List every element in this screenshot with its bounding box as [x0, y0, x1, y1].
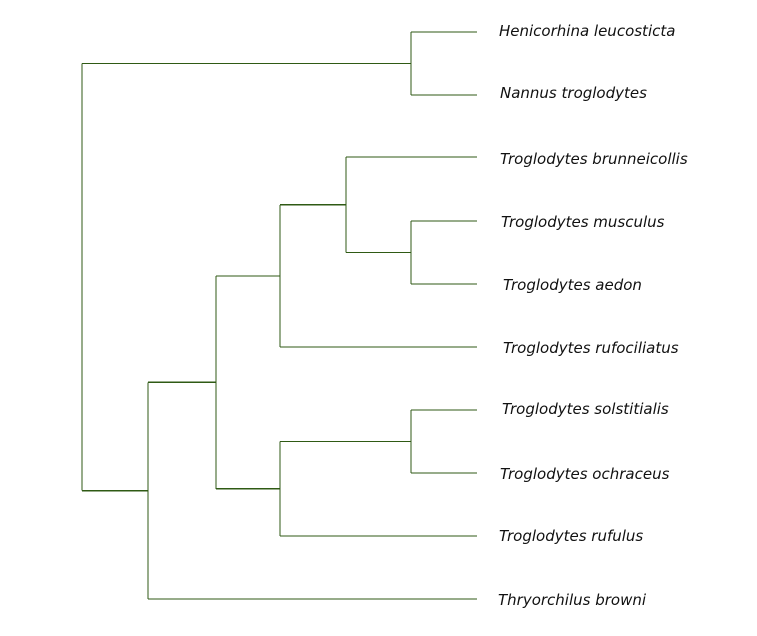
taxon-label-henicorhina: Henicorhina leucosticta — [499, 22, 675, 40]
taxon-label-solstitialis: Troglodytes solstitialis — [502, 400, 669, 418]
taxon-label-browni: Thryorchilus browni — [498, 591, 647, 609]
taxon-labels: Henicorhina leucosticta Nannus troglodyt… — [498, 22, 688, 609]
taxon-label-ochraceus: Troglodytes ochraceus — [500, 465, 670, 483]
taxon-label-musculus: Troglodytes musculus — [501, 213, 665, 231]
taxon-label-aedon: Troglodytes aedon — [503, 276, 642, 294]
tree-branches — [81, 31, 477, 600]
taxon-label-brunneicollis: Troglodytes brunneicollis — [500, 150, 688, 168]
taxon-label-nannus: Nannus troglodytes — [500, 84, 647, 102]
taxon-label-rufociliatus: Troglodytes rufociliatus — [503, 339, 679, 357]
taxon-label-rufulus: Troglodytes rufulus — [499, 527, 643, 545]
